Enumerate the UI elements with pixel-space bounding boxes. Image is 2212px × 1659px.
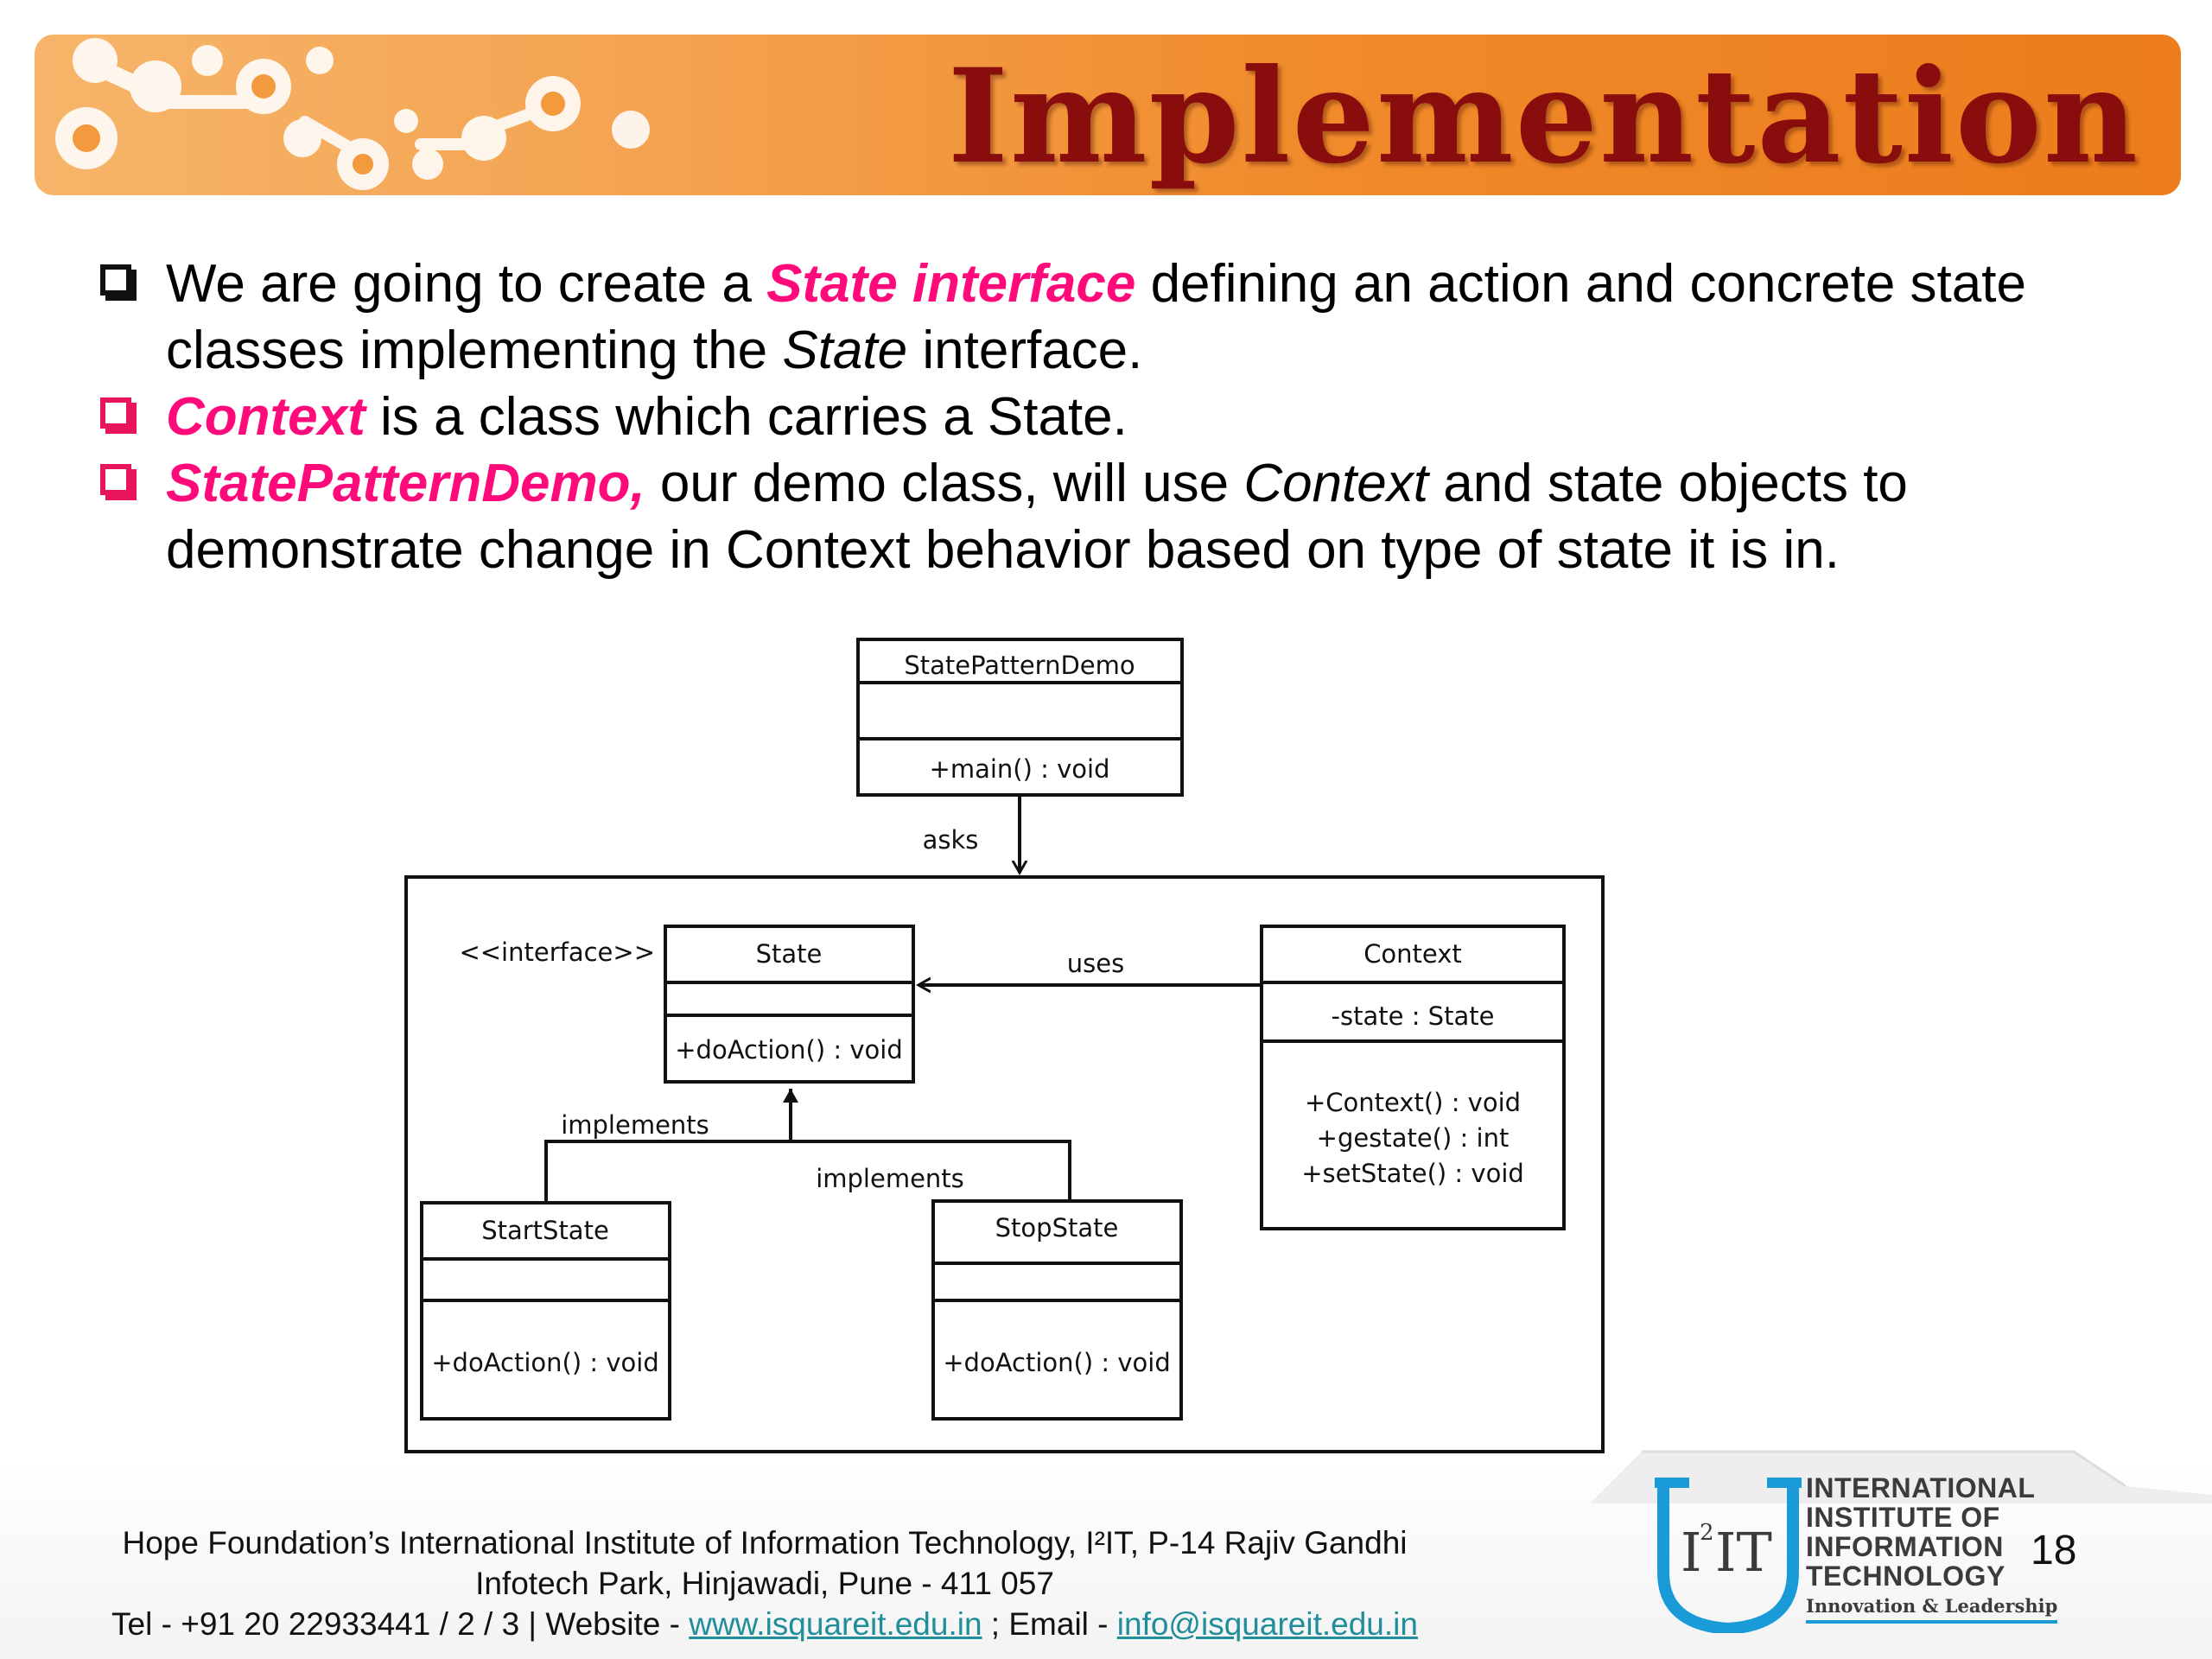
method-gestate: +gestate() : int (1317, 1123, 1510, 1153)
page-title: Implementation (947, 41, 2139, 193)
attribute-state: -state : State (1332, 1001, 1495, 1031)
method-state-doaction: +doAction() : void (675, 1035, 902, 1065)
organization-name: INTERNATIONAL INSTITUTE OF INFORMATION T… (1806, 1473, 2058, 1624)
footer-line-1: Hope Foundation’s International Institut… (122, 1525, 1408, 1560)
method-stopstate-doaction: +doAction() : void (943, 1348, 1170, 1377)
uml-class-context (1260, 925, 1566, 1230)
highlight-text: StatePatternDemo, (166, 454, 645, 513)
method-main: +main() : void (930, 754, 1110, 784)
svg-text:IT: IT (1715, 1521, 1772, 1584)
checkbox-bullet-icon (100, 397, 131, 429)
method-setstate: +setState() : void (1301, 1159, 1524, 1188)
interface-stereotype: <<interface>> (459, 938, 655, 967)
uml-class-stopstate (931, 1199, 1183, 1421)
svg-text:I: I (1681, 1521, 1702, 1584)
website-link[interactable]: www.isquareit.edu.in (689, 1606, 982, 1642)
method-context: +Context() : void (1305, 1088, 1521, 1117)
decorative-molecule-pattern (55, 38, 650, 190)
email-link[interactable]: info@isquareit.edu.in (1116, 1606, 1418, 1642)
method-startstate-doaction: +doAction() : void (431, 1348, 658, 1377)
bullet-item: Context is a class which carries a State… (95, 384, 2152, 450)
bullet-item: We are going to create a State interface… (95, 251, 2152, 384)
uml-package-boundary (404, 875, 1605, 1453)
bullet-list: We are going to create a State interface… (95, 251, 2152, 583)
implements-label-left: implements (561, 1110, 709, 1140)
page-number: 18 (2031, 1528, 2077, 1573)
title-banner: Implementation (35, 35, 2181, 195)
i2it-logo-icon: I 2 IT (1655, 1478, 1802, 1633)
highlight-text: Context (166, 387, 365, 447)
uml-class-diagram: StatePatternDemo +main() : void asks <<i… (404, 638, 1605, 1453)
checkbox-bullet-icon (100, 264, 131, 296)
asks-label: asks (923, 825, 979, 855)
bullet-item: StatePatternDemo, our demo class, will u… (95, 450, 2152, 583)
svg-text:2: 2 (1700, 1520, 1714, 1546)
class-name-stopstate: StopState (995, 1213, 1119, 1243)
implements-connector (544, 1140, 1071, 1203)
class-name-startstate: StartState (481, 1216, 609, 1245)
footer-address: Hope Foundation’s International Institut… (52, 1522, 1478, 1644)
footer-contact: Tel - +91 20 22933441 / 2 / 3 | Website … (111, 1606, 1418, 1642)
class-name-context: Context (1363, 939, 1462, 969)
footer-line-2: Infotech Park, Hinjawadi, Pune - 411 057 (475, 1566, 1054, 1601)
checkbox-bullet-icon (100, 464, 131, 495)
highlight-text: State interface (766, 254, 1136, 314)
class-name-state: State (756, 939, 823, 969)
uml-class-state (664, 925, 915, 1084)
uses-label: uses (1067, 949, 1124, 978)
implements-label-right: implements (816, 1164, 964, 1193)
organization-tagline: Innovation & Leadership (1806, 1594, 2058, 1624)
class-name-statepatterndemo: StatePatternDemo (904, 651, 1135, 680)
